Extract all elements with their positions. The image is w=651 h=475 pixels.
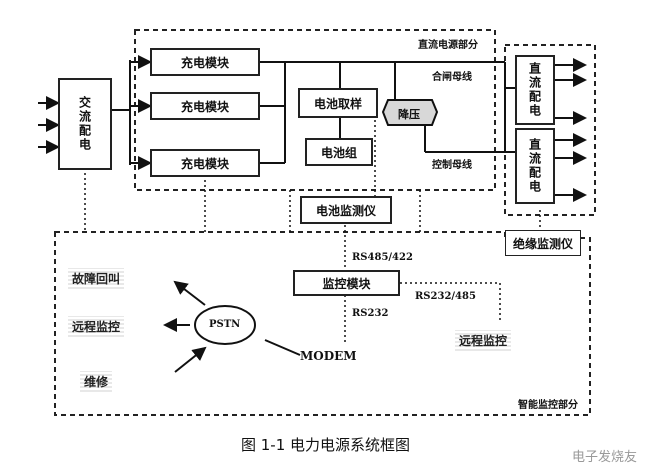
ac-distribution-box: 交流配电 bbox=[58, 78, 112, 170]
regulator-shape bbox=[381, 99, 439, 126]
battery-sampling-box: 电池取样 bbox=[298, 88, 378, 118]
rs485-label: RS485/422 bbox=[352, 252, 413, 263]
pstn-ellipse bbox=[194, 305, 256, 345]
charger-module-2: 充电模块 bbox=[150, 92, 260, 120]
rs232-485-label: RS232/485 bbox=[415, 291, 476, 302]
dc-feeder-1: 直流配电 bbox=[515, 55, 555, 125]
monitoring-module-box: 监控模块 bbox=[293, 270, 400, 296]
closing-bus-label: 合闸母线 bbox=[432, 72, 472, 83]
maintenance-label: 维修 bbox=[80, 371, 113, 392]
charger-module-1: 充电模块 bbox=[150, 48, 260, 76]
remote-monitoring-right-label: 远程监控 bbox=[455, 330, 512, 351]
monitoring-section-border bbox=[54, 231, 591, 416]
dc-section-border bbox=[134, 29, 496, 191]
dc-feeder-2: 直流配电 bbox=[515, 128, 555, 204]
figure-caption: 图 1-1 电力电源系统框图 bbox=[240, 436, 411, 454]
battery-monitor-box: 电池监测仪 bbox=[300, 196, 392, 224]
insulation-monitor-box: 绝缘监测仪 bbox=[505, 230, 581, 256]
rs232-label: RS232 bbox=[352, 308, 389, 319]
watermark: 电子发烧友 bbox=[571, 450, 637, 465]
fault-callback-label: 故障回叫 bbox=[68, 268, 125, 289]
control-bus-label: 控制母线 bbox=[432, 160, 472, 171]
pstn-label: PSTN bbox=[209, 319, 241, 330]
remote-monitoring-left-label: 远程监控 bbox=[68, 316, 125, 337]
regulator-label: 降压 bbox=[398, 108, 420, 121]
dc-section-label: 直流电源部分 bbox=[418, 40, 478, 51]
monitoring-section-label: 智能监控部分 bbox=[518, 400, 578, 411]
modem-label: MODEM bbox=[300, 349, 357, 363]
battery-pack-box: 电池组 bbox=[305, 138, 373, 166]
charger-module-3: 充电模块 bbox=[150, 149, 260, 177]
